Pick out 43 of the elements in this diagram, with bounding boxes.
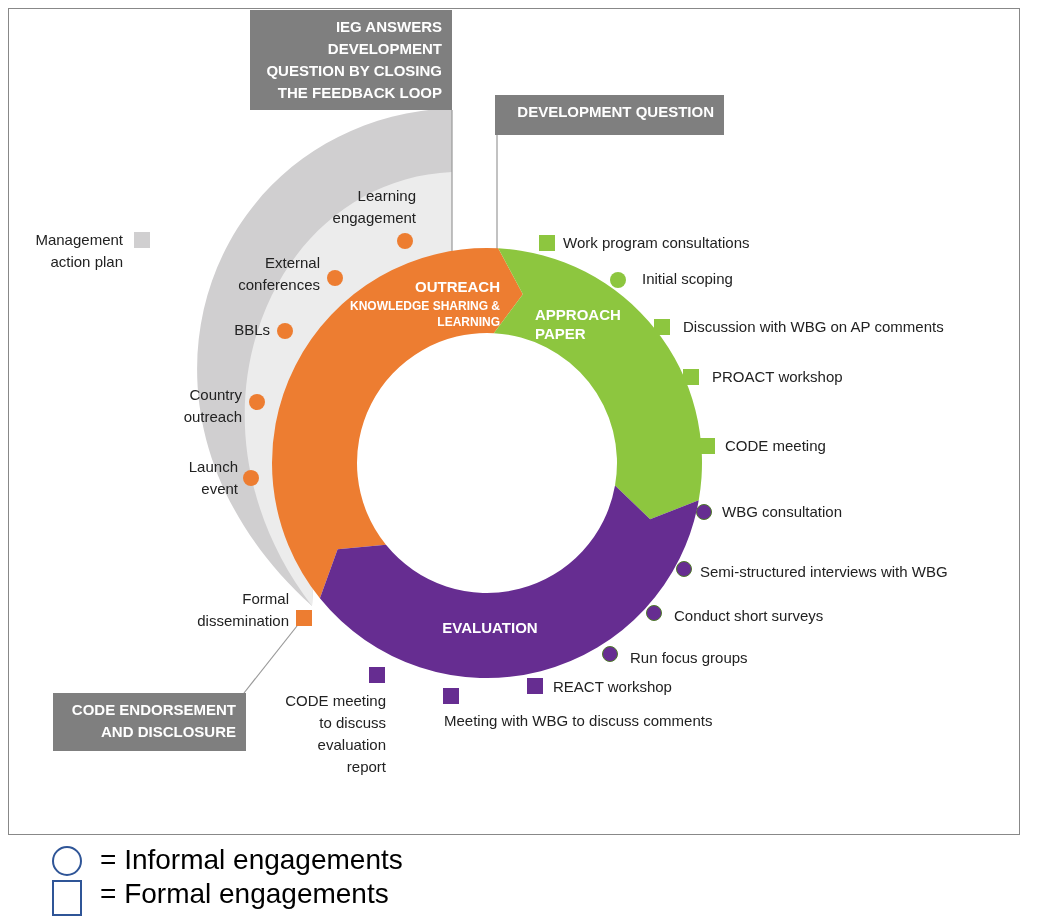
formal-engagement-square [134,232,150,248]
stage-callout: DEVELOPMENT QUESTION [495,95,724,135]
formal-engagement-square [527,678,543,694]
engagement-label: Learning engagement [331,186,416,228]
stage-subtitle: KNOWLEDGE SHARING & LEARNING [350,298,500,330]
engagement-label: REACT workshop [553,677,672,697]
engagement-label: Run focus groups [630,648,748,668]
formal-engagement-square [683,369,699,385]
engagement-label: External conferences [237,253,320,295]
engagement-label: PROACT workshop [712,367,843,387]
engagement-label: CODE meeting to discuss evaluation report [284,691,386,777]
engagement-label: Management action plan [34,230,123,272]
formal-engagement-square [699,438,715,454]
stage-title: EVALUATION [441,618,539,637]
engagement-label: WBG consultation [722,502,843,522]
engagement-label: Conduct short surveys [674,606,824,626]
informal-engagement-dot [610,272,626,288]
informal-engagement-dot [696,504,712,520]
engagement-label: CODE meeting [725,436,826,456]
engagement-label: Formal dissemination [196,589,289,631]
formal-engagement-square [443,688,459,704]
stage-title: APPROACH PAPER [535,305,622,343]
legend-text: = Formal engagements [100,877,389,911]
informal-engagement-dot [676,561,692,577]
engagement-label: BBLs [233,320,270,340]
legend-text: = Informal engagements [100,843,403,877]
engagement-label: Meeting with WBG to discuss comments [444,711,713,731]
engagement-label: Initial scoping [642,269,733,289]
informal-engagement-dot [646,605,662,621]
formal-engagement-square [654,319,670,335]
stage-title: OUTREACH [414,277,500,296]
engagement-label: Work program consultations [563,233,750,253]
engagement-label: Country outreach [182,385,242,427]
stage-callout: IEG ANSWERS DEVELOPMENT QUESTION BY CLOSING THE FEEDBACK LOOP [250,10,452,110]
leader-line [243,625,298,694]
formal-engagement-square [539,235,555,251]
engagement-label: Launch event [187,457,238,499]
informal-engagement-dot [602,646,618,662]
engagement-label: Semi-structured interviews with WBG [700,562,948,582]
formal-engagement-square [369,667,385,683]
formal-engagement-square [296,610,312,626]
stage-callout: CODE ENDORSEMENT AND DISCLOSURE [53,693,246,751]
engagement-label: Discussion with WBG on AP comments [683,317,944,337]
